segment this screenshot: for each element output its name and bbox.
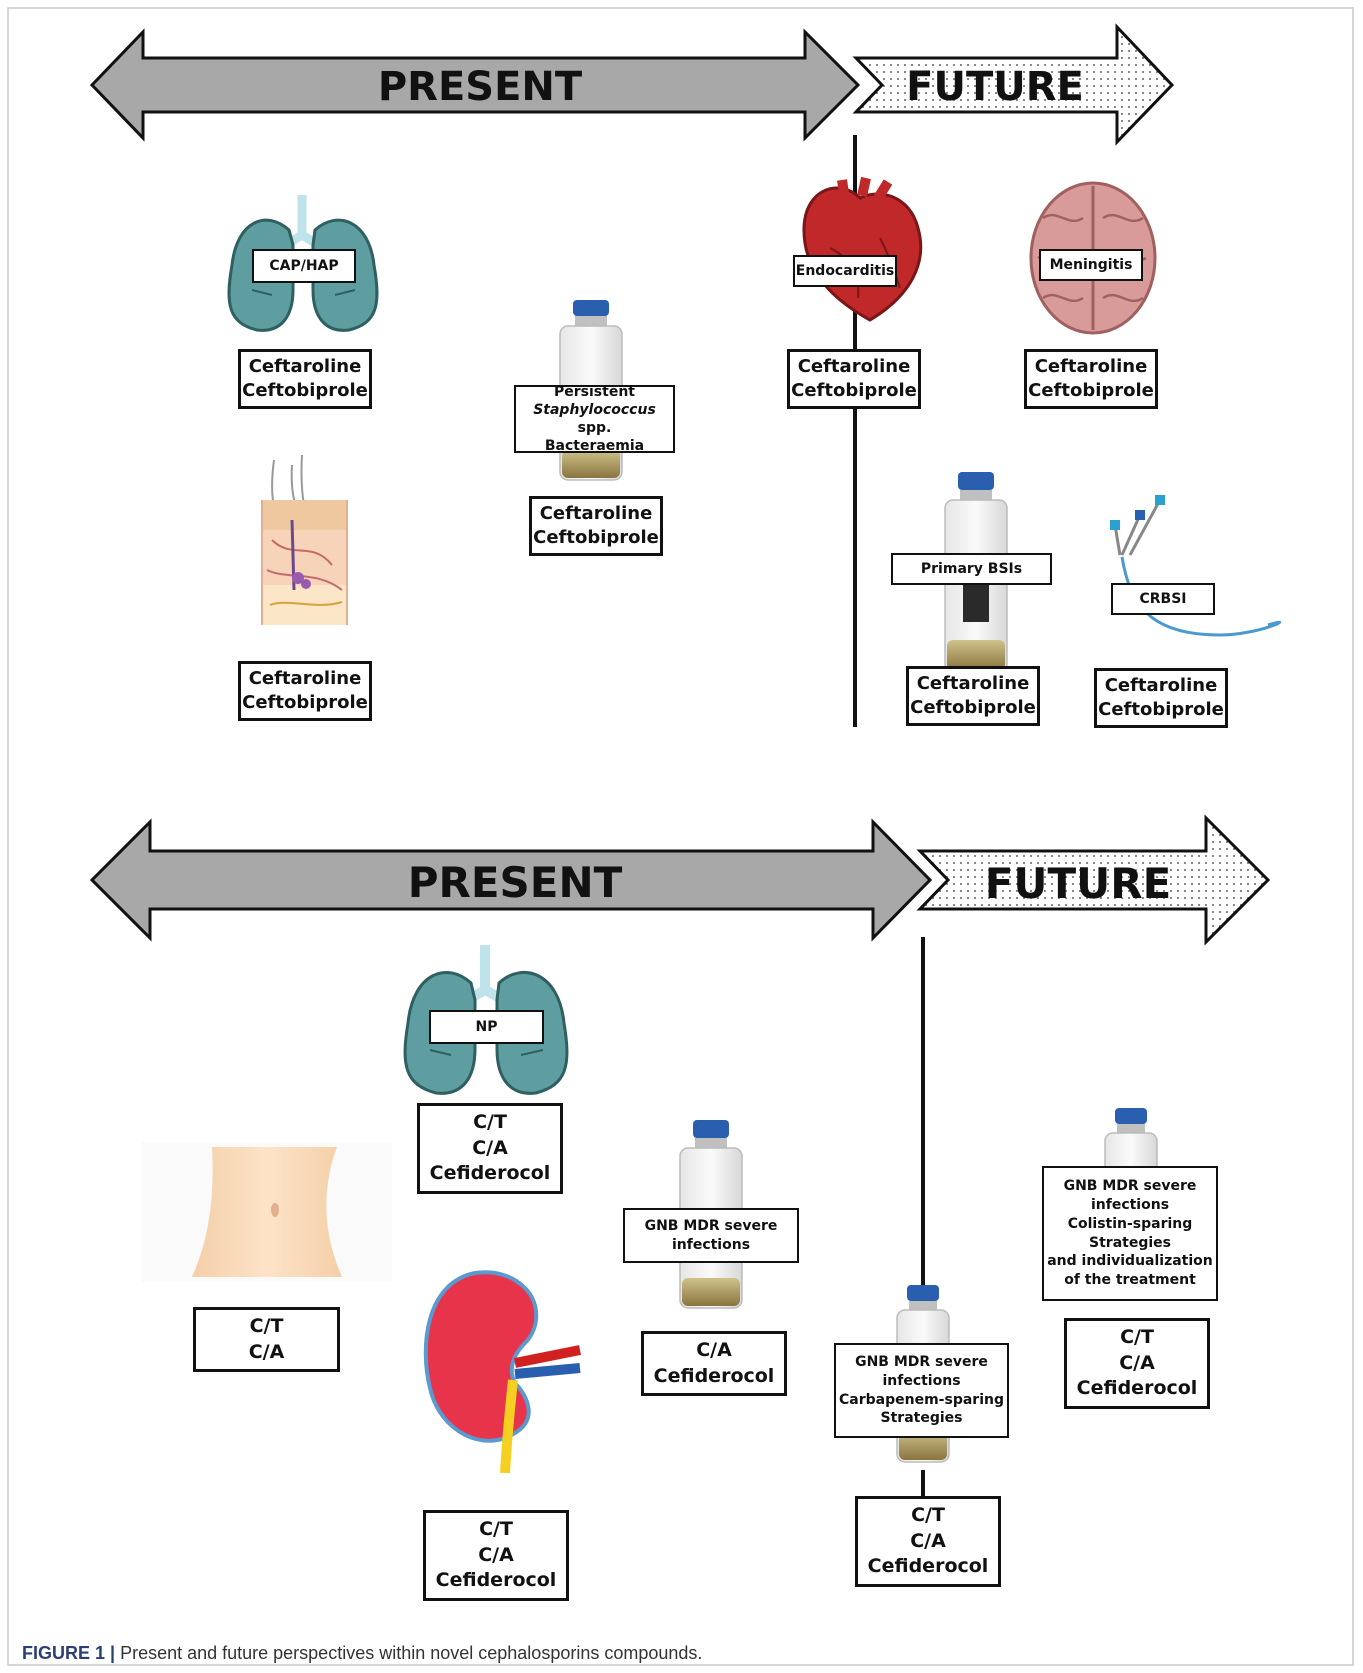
present-arrow-top: PRESENT	[89, 28, 861, 142]
crbsi-tag: CRBSI	[1111, 583, 1215, 615]
drug-line: Cefiderocol	[429, 1162, 551, 1185]
present-label-top: PRESENT	[378, 64, 583, 110]
tag-line: infections	[671, 1236, 751, 1253]
caption-text: Present and future perspectives within n…	[115, 1643, 703, 1663]
bacteraemia-line3: Bacteraemia	[544, 438, 645, 455]
gnb-present-tag: GNB MDR severe infections	[623, 1208, 799, 1263]
primary-bsi-drugs: Ceftaroline Ceftobiprole	[906, 666, 1040, 726]
drug-line: Ceftaroline	[248, 667, 362, 689]
drug-line: C/T	[473, 1111, 507, 1134]
abdomen-drugs: C/T C/A	[193, 1307, 340, 1372]
gnb-colistin-tag: GNB MDR severe infections Colistin-spari…	[1042, 1166, 1218, 1301]
tag-line: and individualization	[1047, 1253, 1213, 1270]
drug-line: Ceftobiprole	[242, 692, 368, 713]
drug-line: Cefiderocol	[435, 1569, 557, 1592]
cap-hap-drugs: Ceftaroline Ceftobiprole	[238, 349, 372, 409]
meningitis-tag: Meningitis	[1039, 249, 1143, 281]
drug-line: Ceftaroline	[1034, 355, 1148, 377]
present-label-bottom: PRESENT	[408, 858, 623, 907]
np-label: NP	[475, 1018, 498, 1035]
tag-line: GNB MDR severe	[1063, 1177, 1197, 1194]
tag-line: Colistin-sparing	[1067, 1215, 1193, 1232]
drug-line: C/A	[910, 1529, 946, 1552]
drug-line: C/A	[696, 1338, 732, 1361]
genus-suffix: spp.	[577, 420, 612, 436]
caption-label: FIGURE 1 |	[22, 1643, 116, 1663]
tag-line: Strategies	[1089, 1234, 1171, 1251]
drug-line: Ceftaroline	[248, 355, 362, 377]
figure-caption: FIGURE 1 | Present and future perspectiv…	[22, 1643, 702, 1664]
np-tag: NP	[429, 1010, 544, 1044]
drug-line: Ceftobiprole	[1028, 380, 1154, 401]
drug-line: C/T	[911, 1504, 945, 1527]
tag-line: of the treatment	[1064, 1272, 1196, 1289]
gnb-colistin-drugs: C/T C/A Cefiderocol	[1064, 1318, 1210, 1409]
kidney-drugs: C/T C/A Cefiderocol	[423, 1510, 569, 1601]
drug-line: Ceftaroline	[797, 355, 911, 377]
drug-line: Ceftobiprole	[242, 380, 368, 401]
np-drugs: C/T C/A Cefiderocol	[417, 1103, 563, 1194]
genus-name: Staphylococcus	[533, 401, 656, 418]
tag-line: GNB MDR severe	[644, 1217, 778, 1234]
bacteraemia-tag: Persistent Staphylococcus spp. Bacteraem…	[514, 383, 675, 455]
drug-line: C/A	[478, 1543, 514, 1566]
drug-line: C/A	[1119, 1351, 1155, 1374]
abdomen-icon	[142, 1142, 392, 1282]
drug-line: Cefiderocol	[867, 1555, 989, 1578]
endocarditis-label: Endocarditis	[795, 262, 895, 279]
future-label-top: FUTURE	[906, 64, 1084, 110]
cap-hap-tag: CAP/HAP	[252, 249, 356, 283]
drug-line: Ceftaroline	[539, 502, 653, 524]
meningitis-label: Meningitis	[1049, 256, 1133, 273]
tag-line: infections	[882, 1372, 961, 1389]
heart-icon	[802, 176, 923, 322]
bacteraemia-line1: Persistent	[554, 383, 635, 400]
primary-bsi-label: Primary BSIs	[920, 560, 1023, 577]
drug-line: C/A	[248, 1340, 285, 1363]
drug-line: C/T	[1120, 1326, 1154, 1349]
kidney-icon	[423, 1270, 581, 1474]
skin-drugs: Ceftaroline Ceftobiprole	[238, 661, 372, 721]
drug-line: Ceftobiprole	[910, 697, 1036, 718]
crbsi-drugs: Ceftaroline Ceftobiprole	[1094, 668, 1228, 728]
drug-line: Ceftaroline	[916, 672, 1030, 694]
drug-line: Ceftobiprole	[1098, 699, 1224, 720]
tag-line: Strategies	[880, 1410, 963, 1427]
gnb-carbapenem-drugs: C/T C/A Cefiderocol	[855, 1496, 1001, 1587]
crbsi-label: CRBSI	[1139, 590, 1187, 607]
drug-line: Ceftobiprole	[791, 380, 917, 401]
vial-icon	[944, 472, 1008, 673]
skin-icon	[261, 454, 348, 625]
drug-line: Ceftobiprole	[533, 527, 659, 548]
cap-hap-label: CAP/HAP	[269, 257, 339, 274]
present-arrow-bottom: PRESENT	[89, 818, 933, 942]
drug-line: Ceftaroline	[1104, 674, 1218, 696]
drug-line: C/A	[472, 1136, 508, 1159]
gnb-present-drugs: C/A Cefiderocol	[641, 1331, 787, 1396]
future-label-bottom: FUTURE	[985, 859, 1172, 908]
gnb-carbapenem-tag: GNB MDR severe infections Carbapenem-spa…	[834, 1343, 1009, 1438]
tag-line: Carbapenem-sparing	[839, 1391, 1004, 1408]
future-arrow-top: FUTURE	[852, 23, 1175, 146]
endocarditis-drugs: Ceftaroline Ceftobiprole	[787, 349, 921, 409]
endocarditis-tag: Endocarditis	[793, 255, 897, 287]
tag-line: infections	[1090, 1196, 1170, 1213]
bacteraemia-drugs: Ceftaroline Ceftobiprole	[529, 496, 663, 556]
primary-bsi-tag: Primary BSIs	[891, 553, 1052, 585]
drug-line: Cefiderocol	[1076, 1377, 1198, 1400]
drug-line: C/T	[249, 1314, 284, 1337]
drug-line: C/T	[479, 1518, 513, 1541]
meningitis-drugs: Ceftaroline Ceftobiprole	[1024, 349, 1158, 409]
future-arrow-bottom: FUTURE	[916, 814, 1271, 946]
drug-line: Cefiderocol	[653, 1364, 775, 1387]
figure-border	[7, 7, 1354, 1666]
tag-line: GNB MDR severe	[855, 1353, 988, 1370]
bacteraemia-line2: Staphylococcus spp.	[516, 401, 673, 437]
